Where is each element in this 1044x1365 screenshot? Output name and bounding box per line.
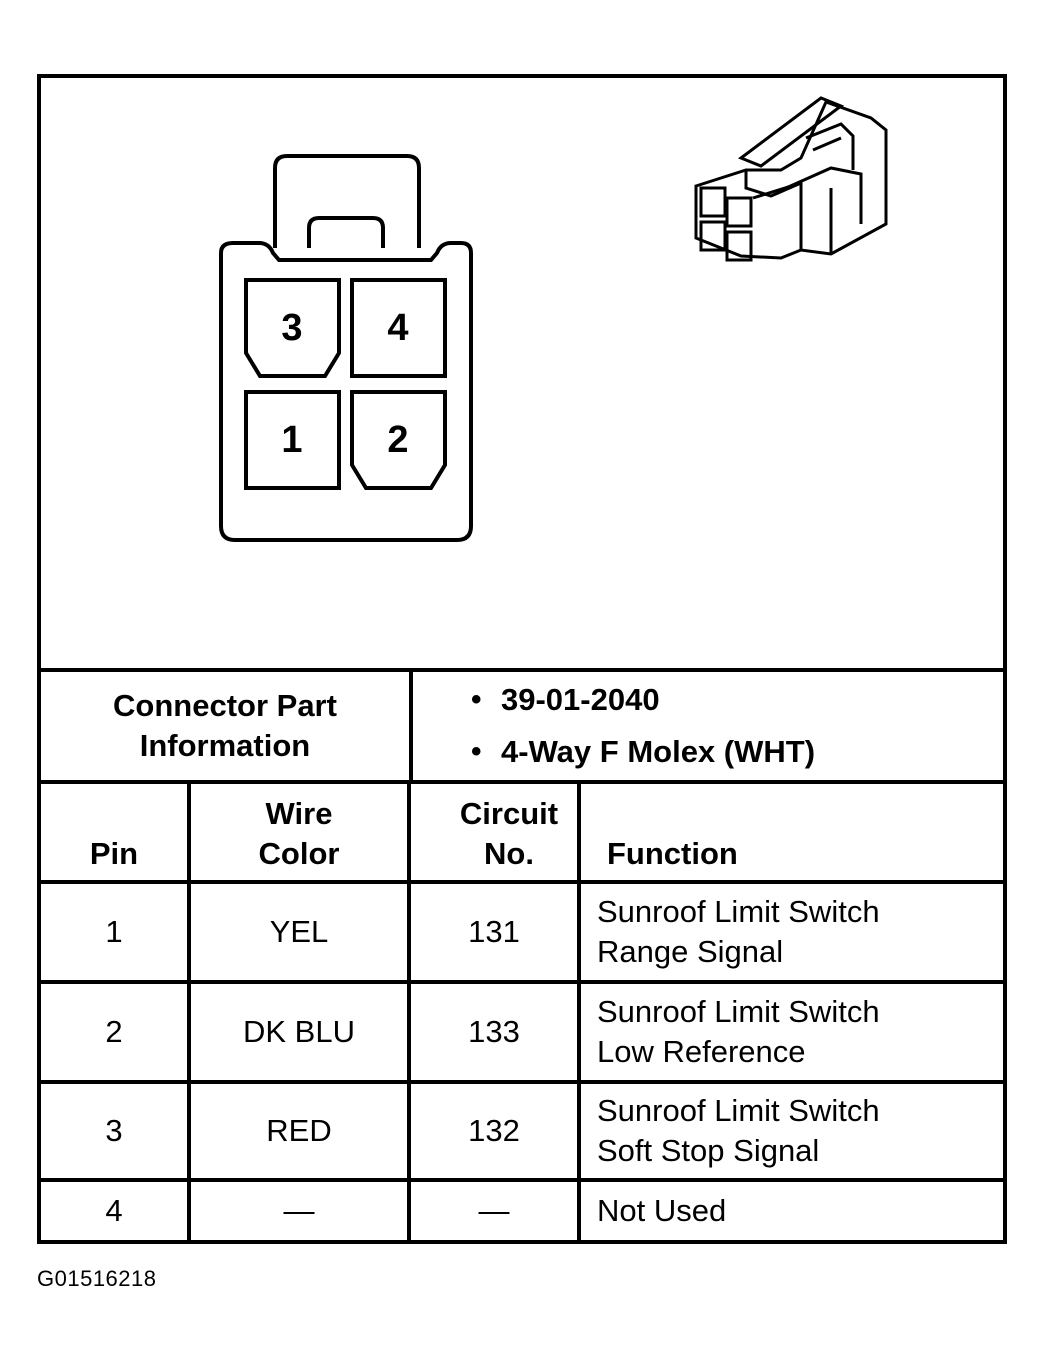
table-row-circuit: 132 [468, 1113, 520, 1148]
diagram-area: 3 4 1 2 [41, 78, 1003, 670]
part-number: 39-01-2040 [501, 682, 660, 717]
part-info-label-line2: Information [139, 728, 311, 763]
column-header-function-label: Function [607, 836, 738, 871]
function-line1: Sunroof Limit Switch [597, 894, 880, 929]
pin-label-1: 1 [281, 419, 303, 461]
function-line2: Range Signal [597, 934, 784, 969]
part-info-label-line1: Connector Part [113, 688, 337, 723]
connector-sheet: 3 4 1 2 Connector Part Information • 39-… [37, 74, 1007, 1244]
divider [41, 880, 1003, 884]
divider [407, 780, 411, 1240]
column-header-circuit-line1: Circuit [459, 796, 559, 831]
divider [41, 668, 1003, 672]
connector-isometric-illustration [694, 96, 888, 262]
cavity-3 [244, 278, 341, 378]
divider [409, 668, 413, 784]
divider [41, 780, 1003, 784]
table-row-pin: 1 [105, 914, 123, 949]
cavity-4 [350, 278, 447, 378]
divider [41, 1178, 1003, 1182]
part-description: 4-Way F Molex (WHT) [501, 734, 816, 769]
latch-slot [307, 216, 385, 248]
cavity-1 [244, 390, 341, 490]
cavity-2 [350, 390, 447, 490]
part-info-item: • 4-Way F Molex (WHT) [471, 726, 991, 778]
function-line1: Sunroof Limit Switch [597, 1093, 880, 1128]
pin-label-4: 4 [387, 307, 409, 349]
column-header-pin: Pin [41, 784, 187, 880]
function-line1: Sunroof Limit Switch [597, 994, 880, 1029]
part-info-item: • 39-01-2040 [471, 674, 991, 726]
table-row-circuit: 131 [468, 914, 520, 949]
bullet-icon: • [471, 735, 482, 768]
table-row-wire: — [283, 1193, 315, 1228]
connector-face-drawing [219, 96, 888, 542]
table-row-function: Sunroof Limit Switch Range Signal [597, 884, 997, 980]
divider [41, 1080, 1003, 1084]
column-header-wire-line1: Wire [265, 796, 333, 831]
column-header-pin-label: Pin [89, 836, 139, 871]
column-header-circuit: Circuit No. [411, 784, 607, 880]
divider [187, 780, 191, 1240]
divider [577, 780, 581, 1240]
column-header-wire-line2: Color [258, 836, 340, 871]
function-line2: Low Reference [597, 1034, 806, 1069]
table-row-wire: YEL [269, 914, 329, 949]
function-line2: Soft Stop Signal [597, 1133, 820, 1168]
table-row-wire: DK BLU [243, 1014, 355, 1049]
pin-label-3: 3 [281, 307, 303, 349]
bullet-icon: • [471, 683, 482, 716]
column-header-wire-color: Wire Color [191, 784, 407, 880]
table-row-function: Not Used [597, 1182, 997, 1240]
pin-label-2: 2 [387, 419, 409, 461]
table-row-function: Sunroof Limit Switch Low Reference [597, 984, 997, 1080]
connector-body [219, 241, 473, 542]
function-line1: Not Used [597, 1193, 727, 1228]
part-info-list: • 39-01-2040 • 4-Way F Molex (WHT) [471, 672, 991, 780]
part-info-label: Connector Part Information [41, 672, 409, 780]
table-row-pin: 2 [105, 1014, 123, 1049]
table-row-pin: 3 [105, 1113, 123, 1148]
table-row-circuit: — [478, 1193, 510, 1228]
table-row-wire: RED [266, 1113, 332, 1148]
column-header-circuit-line2: No. [484, 836, 534, 871]
table-row-function: Sunroof Limit Switch Soft Stop Signal [597, 1084, 997, 1178]
column-header-function: Function [607, 784, 997, 880]
table-row-pin: 4 [105, 1193, 123, 1228]
table-row-circuit: 133 [468, 1014, 520, 1049]
figure-id: G01516218 [37, 1266, 157, 1291]
divider [41, 980, 1003, 984]
latch-outline [273, 154, 421, 248]
